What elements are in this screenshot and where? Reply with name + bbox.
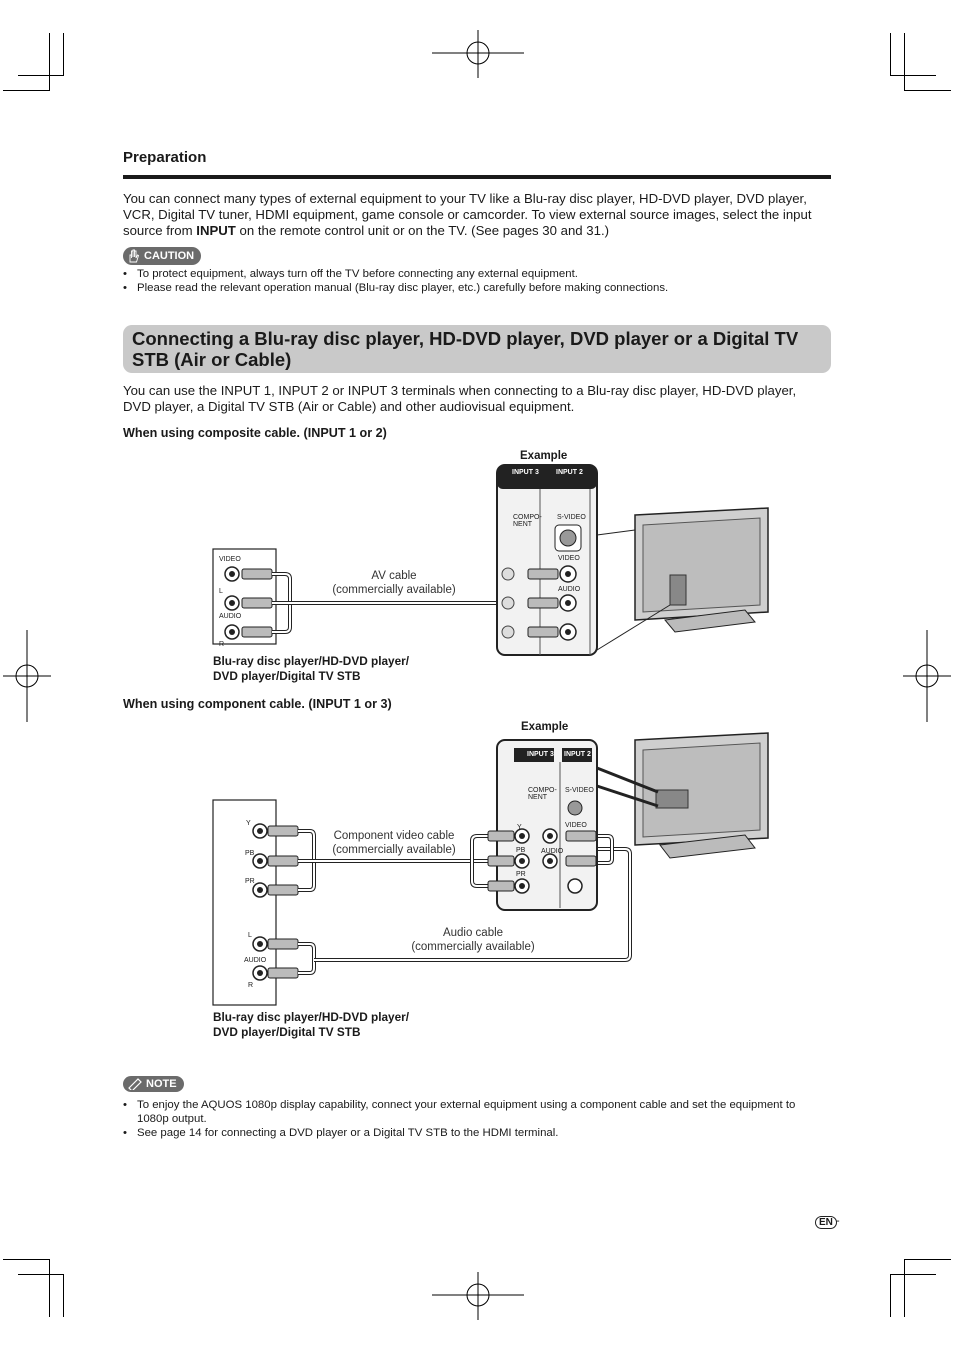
component-device-caption: Blu-ray disc player/HD-DVD player/ DVD p… [213, 1010, 409, 1040]
crop-mark [3, 90, 50, 91]
caption-line: Blu-ray disc player/HD-DVD player/ [213, 1010, 410, 1024]
crop-mark [904, 1259, 905, 1317]
note-badge: NOTE [123, 1076, 184, 1095]
page-dash: - [836, 1215, 840, 1227]
composite-heading: When using composite cable. (INPUT 1 or … [123, 426, 387, 440]
caution-label: CAUTION [144, 250, 195, 262]
terminal-input2-label: INPUT 2 [564, 751, 591, 758]
crop-mark [49, 33, 50, 91]
preparation-text: You can connect many types of external e… [123, 191, 812, 238]
pencil-icon [128, 1078, 142, 1090]
crop-mark [63, 33, 64, 76]
note-label: NOTE [146, 1078, 177, 1090]
source-y-label: Y [246, 820, 251, 827]
terminal-audio-label: AUDIO [541, 848, 564, 855]
crop-mark [890, 1274, 936, 1275]
component-example-label: Example [521, 721, 569, 733]
input-keyword: INPUT [196, 223, 236, 238]
crop-mark [63, 1274, 64, 1317]
registration-mark-bottom [432, 1272, 524, 1320]
source-audio-label: AUDIO [219, 613, 242, 620]
section-rule [123, 175, 831, 179]
component-diagram [212, 732, 769, 1006]
terminal-svideo-label: S-VIDEO [557, 514, 586, 521]
preparation-text-end: on the remote control unit or on the TV.… [235, 223, 610, 238]
source-r-label: R [248, 982, 254, 989]
source-l-label: L [248, 932, 252, 939]
av-cable-label: AV cable (commercially available) [320, 569, 468, 597]
source-audio-label: AUDIO [244, 957, 267, 964]
section-intro: You can use the INPUT 1, INPUT 2 or INPU… [123, 383, 797, 414]
terminal-pb-label: PB [516, 847, 526, 854]
crop-mark [890, 33, 891, 76]
terminal-svideo-label: S-VIDEO [565, 787, 594, 794]
terminal-audio-label: AUDIO [558, 586, 581, 593]
terminal-component-label: COMPO- NENT [513, 514, 542, 528]
terminal-input3-label: INPUT 3 [527, 751, 554, 758]
audio-cable-label: Audio cable (commercially available) [400, 926, 546, 954]
section-banner [123, 325, 831, 373]
terminal-input3-label: INPUT 3 [512, 469, 539, 476]
crop-mark [18, 75, 64, 76]
source-l-label: L [219, 588, 223, 595]
crop-mark [904, 1259, 951, 1260]
crop-mark [3, 1259, 50, 1260]
note-list: •To enjoy the AQUOS 1080p display capabi… [123, 1098, 823, 1140]
source-pb-label: PB [245, 850, 255, 857]
composite-device-caption: Blu-ray disc player/HD-DVD player/ DVD p… [213, 654, 409, 684]
component-cable-note: (commercially available) [332, 844, 456, 856]
registration-mark-right [903, 630, 951, 722]
hand-icon [129, 249, 140, 263]
terminal-video-label: VIDEO [558, 555, 580, 562]
terminal-pr-label: PR [516, 871, 526, 878]
list-item: •Please read the relevant operation manu… [123, 282, 669, 294]
component-heading: When using component cable. (INPUT 1 or … [123, 697, 392, 711]
av-cable-text: AV cable [371, 570, 417, 582]
caution-item-text: Please read the relevant operation manua… [137, 282, 669, 294]
component-cable-label: Component video cable (commercially avai… [318, 829, 470, 857]
audio-cable-note: (commercially available) [411, 941, 535, 953]
composite-example-label: Example [520, 450, 568, 462]
caution-list: •To protect equipment, always turn off t… [123, 267, 843, 295]
list-item: •To enjoy the AQUOS 1080p display capabi… [123, 1098, 823, 1126]
terminal-component-label: COMPO- NENT [528, 787, 557, 801]
registration-mark-left [3, 630, 51, 722]
preparation-paragraph: You can connect many types of external e… [123, 191, 835, 239]
caption-line: DVD player/Digital TV STB [213, 669, 361, 683]
source-video-label: VIDEO [219, 556, 241, 563]
note-item-text: To enjoy the AQUOS 1080p display capabil… [137, 1099, 796, 1125]
source-pr-label: PR [245, 878, 255, 885]
crop-mark [890, 75, 936, 76]
list-item: •See page 14 for connecting a DVD player… [123, 1127, 559, 1139]
crop-mark [18, 1274, 64, 1275]
component-cable-text: Component video cable [333, 830, 455, 842]
list-item: •To protect equipment, always turn off t… [123, 268, 578, 280]
registration-mark-top [432, 30, 524, 78]
source-r-label: R [219, 641, 225, 648]
crop-mark [890, 1274, 891, 1317]
crop-mark [49, 1259, 50, 1317]
terminal-y-label: Y [517, 824, 522, 831]
audio-cable-text: Audio cable [442, 927, 504, 939]
preparation-heading: Preparation [123, 149, 207, 166]
caption-line: DVD player/Digital TV STB [213, 1025, 361, 1039]
section-title: Connecting a Blu-ray disc player, HD-DVD… [132, 328, 799, 370]
av-cable-note: (commercially available) [332, 584, 456, 596]
caption-line: Blu-ray disc player/HD-DVD player/ [213, 654, 410, 668]
caution-item-text: To protect equipment, always turn off th… [137, 268, 578, 280]
note-item-text: See page 14 for connecting a DVD player … [137, 1127, 559, 1139]
crop-mark [904, 33, 905, 91]
crop-mark [904, 90, 951, 91]
terminal-video-label: VIDEO [565, 822, 587, 829]
caution-badge: CAUTION [123, 247, 202, 268]
language-badge: EN [815, 1216, 837, 1229]
terminal-input2-label: INPUT 2 [556, 469, 583, 476]
composite-diagram [212, 464, 769, 656]
